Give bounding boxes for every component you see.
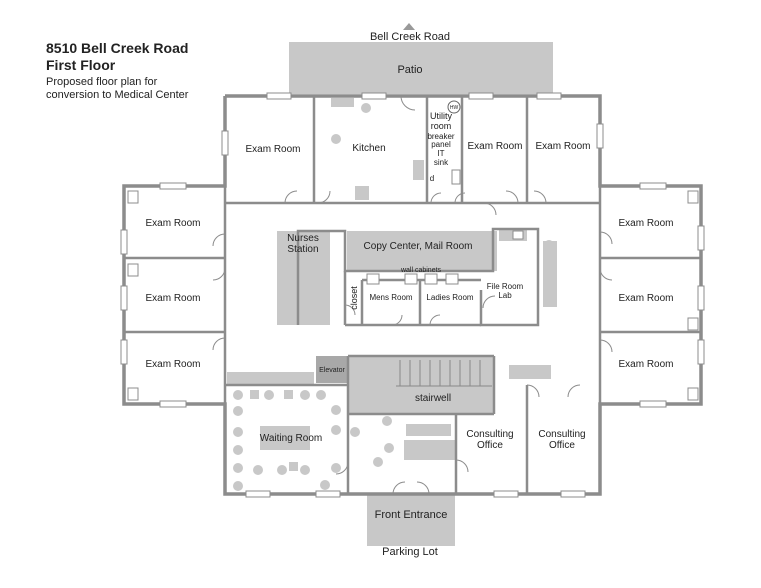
label-it: IT <box>437 149 444 158</box>
seating <box>233 103 554 491</box>
label-stairwell: stairwell <box>415 393 451 404</box>
desk-upper <box>406 424 451 436</box>
windows <box>120 92 705 498</box>
hall-bench <box>509 365 551 379</box>
label-exam-room-5: Exam Room <box>145 293 200 304</box>
fixtures <box>227 98 557 460</box>
label-ladies-room: Ladies Room <box>426 293 473 302</box>
label-exam-room-1: Exam Room <box>245 144 300 155</box>
doors <box>212 95 613 495</box>
label-breaker: breaker <box>427 132 454 141</box>
stair-treads <box>396 360 492 387</box>
label-exam-room-6: Exam Room <box>145 359 200 370</box>
kitchen-cabinet-top <box>331 98 354 107</box>
plan-title-address: 8510 Bell Creek Road <box>46 40 189 56</box>
label-consulting-office-2b: Office <box>549 440 575 451</box>
label-exam-room-7: Exam Room <box>618 218 673 229</box>
patio <box>289 42 553 94</box>
label-lab: Lab <box>498 291 512 300</box>
label-elevator: Elevator <box>319 367 345 374</box>
desk-lower <box>404 440 456 460</box>
label-hw: HW <box>450 105 459 111</box>
label-closet: closet <box>349 286 359 310</box>
label-front-entrance: Front Entrance <box>375 509 448 521</box>
label-station: Station <box>287 244 318 255</box>
restroom-fixtures <box>127 169 699 401</box>
label-consulting-office-2a: Consulting <box>538 429 585 440</box>
kitchen-appliance <box>355 186 369 200</box>
label-exam-room-2: Exam Room <box>467 141 522 152</box>
label-nurses: Nurses <box>287 233 319 244</box>
label-room: room <box>431 121 452 131</box>
label-parking-lot: Parking Lot <box>382 546 438 558</box>
water-heater-icon <box>447 100 461 114</box>
label-sink: sink <box>434 158 449 167</box>
waiting-room-counter <box>227 372 314 385</box>
kitchen-sink <box>413 160 424 180</box>
north-arrow-icon <box>403 23 415 30</box>
label-exam-room-4: Exam Room <box>145 218 200 229</box>
plan-description-line2: conversion to Medical Center <box>46 89 189 101</box>
label-panel: panel <box>431 140 451 149</box>
label-consulting-office-1a: Consulting <box>466 429 513 440</box>
plan-description-line1: Proposed floor plan for <box>46 76 158 88</box>
label-d: d <box>430 174 434 183</box>
label-waiting-room: Waiting Room <box>260 433 322 444</box>
elevator <box>316 356 348 383</box>
label-consulting-office-1b: Office <box>477 440 503 451</box>
label-mens-room: Mens Room <box>369 293 412 302</box>
waiting-chairs <box>250 390 298 471</box>
waiting-room-table <box>260 426 310 450</box>
label-exam-room-9: Exam Room <box>618 359 673 370</box>
label-kitchen: Kitchen <box>352 143 385 154</box>
label-patio: Patio <box>397 64 422 76</box>
label-exam-room-3: Exam Room <box>535 141 590 152</box>
label-wall-cabinets: wall cabinets <box>400 267 442 274</box>
label-exam-room-8: Exam Room <box>618 293 673 304</box>
label-copy-center: Copy Center, Mail Room <box>364 241 473 252</box>
wall-cabinets <box>365 251 478 260</box>
label-utility: Utility <box>430 111 452 121</box>
interior-walls <box>124 96 701 494</box>
label-file-room: File Room <box>487 282 524 291</box>
label-bell-creek-road: Bell Creek Road <box>370 31 450 43</box>
stair-landing <box>348 356 394 414</box>
stairwell <box>394 356 494 414</box>
plan-title-floor: First Floor <box>46 57 116 73</box>
front-entrance-pad <box>367 494 455 546</box>
